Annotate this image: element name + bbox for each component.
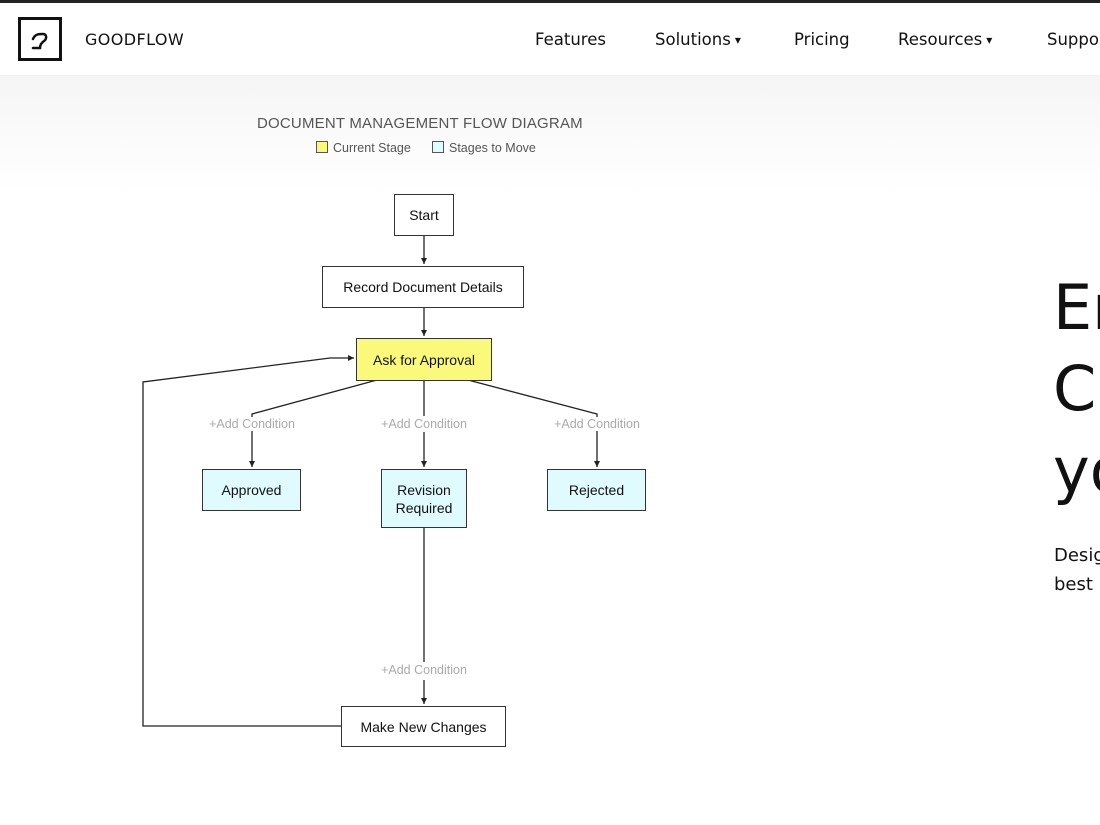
node-approved[interactable]: Approved xyxy=(202,469,301,511)
nav-pricing-link[interactable]: Pricing xyxy=(794,30,850,49)
node-rejected[interactable]: Rejected xyxy=(547,469,646,511)
legend-move-swatch xyxy=(432,141,444,153)
hero-heading-line-3: yo xyxy=(1053,434,1100,507)
nav-solutions-label: Solutions xyxy=(655,30,731,49)
nav-features-label: Features xyxy=(535,30,606,49)
top-navigation-bar: GOODFLOW Features Solutions▾ Pricing Res… xyxy=(0,3,1100,76)
node-rejected-label: Rejected xyxy=(568,482,625,498)
hero-heading-line-1: En xyxy=(1053,271,1100,344)
legend-move-label: Stages to Move xyxy=(449,141,536,155)
hero-background xyxy=(0,76,1100,196)
legend-stages-to-move: Stages to Move xyxy=(432,141,536,155)
node-ask-label: Ask for Approval xyxy=(373,351,475,368)
nav-resources-dropdown[interactable]: Resources▾ xyxy=(898,30,992,49)
legend-current-stage: Current Stage xyxy=(316,141,411,155)
node-revision-required[interactable]: Revision Required xyxy=(381,469,467,528)
nav-features-link[interactable]: Features xyxy=(535,30,606,49)
node-record-document-details[interactable]: Record Document Details xyxy=(322,266,524,308)
node-ask-for-approval[interactable]: Ask for Approval xyxy=(356,338,492,381)
top-border xyxy=(0,0,1100,3)
node-make-new-changes[interactable]: Make New Changes xyxy=(341,706,506,747)
chevron-down-icon: ▾ xyxy=(734,33,741,47)
legend-current-swatch xyxy=(316,141,328,153)
node-approved-label: Approved xyxy=(221,482,282,498)
edge-make-changes-loop xyxy=(142,355,354,727)
chevron-down-icon: ▾ xyxy=(986,33,993,47)
node-start[interactable]: Start xyxy=(394,194,454,236)
node-start-label: Start xyxy=(409,207,439,223)
node-make-changes-label: Make New Changes xyxy=(360,718,487,735)
add-condition-rejected-button[interactable]: +Add Condition xyxy=(552,417,642,431)
nav-solutions-dropdown[interactable]: Solutions▾ xyxy=(655,30,741,49)
hero-heading-line-2: C xyxy=(1053,352,1097,425)
hero-subtext-line-1: Desig xyxy=(1054,545,1100,566)
node-revision-label-line1: Revision xyxy=(397,481,451,498)
add-condition-make-changes-button[interactable]: +Add Condition xyxy=(379,663,469,677)
nav-resources-label: Resources xyxy=(898,30,983,49)
add-condition-approved-button[interactable]: +Add Condition xyxy=(207,417,297,431)
nav-support-link[interactable]: Suppo xyxy=(1047,30,1099,49)
hero-subtext-line-2: best xyxy=(1054,574,1093,595)
legend-current-label: Current Stage xyxy=(333,141,411,155)
add-condition-revision-button[interactable]: +Add Condition xyxy=(379,417,469,431)
brand-name[interactable]: GOODFLOW xyxy=(85,30,185,49)
goodflow-logo-icon[interactable] xyxy=(18,17,62,61)
node-record-label: Record Document Details xyxy=(343,279,503,295)
nav-support-label: Suppo xyxy=(1047,30,1099,49)
nav-pricing-label: Pricing xyxy=(794,30,850,49)
node-revision-label-line2: Required xyxy=(395,499,453,516)
diagram-title: DOCUMENT MANAGEMENT FLOW DIAGRAM xyxy=(257,115,583,132)
